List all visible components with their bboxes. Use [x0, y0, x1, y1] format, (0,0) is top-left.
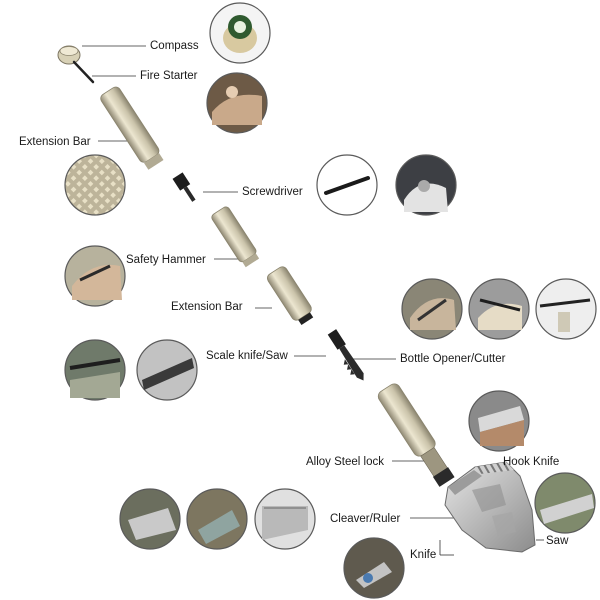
label-extension-bar-2: Extension Bar — [171, 301, 243, 313]
safety-hammer-bar-icon — [211, 206, 260, 268]
screwdriver-use-photo — [395, 154, 457, 216]
knurled-grip-photo — [64, 154, 126, 216]
screwdriver-photo — [316, 154, 378, 216]
saw-use-photo-2 — [136, 339, 198, 401]
shovel-blade-icon — [444, 461, 536, 553]
saw-photo — [534, 472, 596, 534]
label-safety-hammer: Safety Hammer — [126, 254, 206, 266]
scale-knife-saw-icon — [327, 329, 364, 381]
label-screwdriver: Screwdriver — [242, 186, 303, 198]
shovel-handle-icon — [377, 383, 455, 487]
screwdriver-bit-icon — [172, 172, 196, 202]
label-fire-starter: Fire Starter — [140, 70, 198, 82]
label-saw: Saw — [546, 535, 569, 547]
label-cleaver-ruler: Cleaver/Ruler — [330, 513, 401, 525]
cutter-photo — [468, 278, 530, 340]
label-compass: Compass — [150, 40, 199, 52]
extension-bar-2-icon — [266, 266, 314, 325]
saw-use-photo-1 — [64, 339, 126, 401]
label-alloy-steel-lock: Alloy Steel lock — [306, 456, 384, 468]
label-scale-knife-saw: Scale knife/Saw — [206, 350, 288, 362]
label-hook-knife: Hook Knife — [503, 456, 560, 468]
label-bottle-opener-cutter: Bottle Opener/Cutter — [400, 353, 506, 365]
label-extension-bar-1: Extension Bar — [19, 136, 91, 148]
safety-hammer-photo — [64, 245, 126, 307]
ruler-photo — [254, 488, 316, 550]
compass-cap-icon — [57, 45, 81, 65]
knife-photo — [343, 537, 405, 599]
fire-starter-rod-icon — [72, 60, 95, 84]
leader-lines — [82, 45, 544, 556]
hook-knife-photo — [468, 390, 530, 452]
digging-photo-2 — [186, 488, 248, 550]
extension-bar-1-icon — [100, 86, 164, 170]
bottle-photo — [535, 278, 597, 340]
digging-photo-1 — [119, 488, 181, 550]
label-knife: Knife — [410, 549, 437, 561]
compass-photo — [209, 2, 271, 64]
fire-starter-photo — [206, 72, 268, 134]
bottle-opener-photo — [401, 278, 463, 340]
